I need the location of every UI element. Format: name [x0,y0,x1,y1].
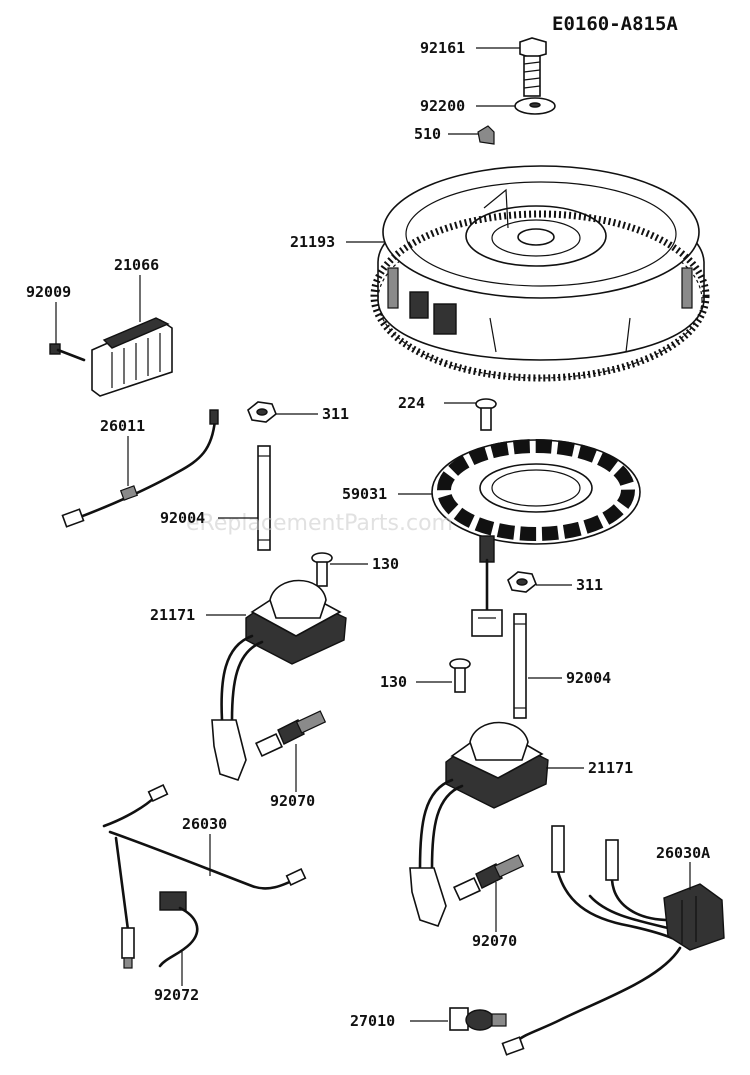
harness-26030a[interactable] [501,825,725,1056]
callout-92009: 92009 [26,283,71,301]
nut-left[interactable] [247,401,277,423]
callout-92004-right: 92004 [566,669,611,687]
callout-21066: 21066 [114,256,159,274]
stator[interactable] [431,439,641,637]
lead-wire-26011[interactable] [61,409,219,528]
screw-224[interactable] [475,398,497,431]
flywheel-key[interactable] [477,125,495,145]
callout-21171-right: 21171 [588,759,633,777]
ignition-coil-left[interactable] [211,579,347,781]
callout-27010: 27010 [350,1012,395,1030]
callout-21171-left: 21171 [150,606,195,624]
ignition-coil-right[interactable] [409,721,549,927]
callout-21193: 21193 [290,233,335,251]
nut-right[interactable] [507,571,537,593]
flywheel-bolt[interactable] [519,37,547,97]
callout-59031: 59031 [342,485,387,503]
regulator-screw[interactable] [49,343,86,362]
callout-26030A: 26030A [656,844,710,862]
callout-311-lower: 311 [576,576,603,594]
harness-26030[interactable] [102,784,307,969]
callout-92200: 92200 [420,97,465,115]
screw-130-upper[interactable] [311,552,333,587]
regulator[interactable] [91,317,173,397]
screw-130-lower[interactable] [449,658,471,693]
callout-26011: 26011 [100,417,145,435]
flywheel-washer[interactable] [514,97,556,115]
callout-311-upper: 311 [322,405,349,423]
callout-26030: 26030 [182,815,227,833]
callout-92004-left: 92004 [160,509,205,527]
callout-130-lower: 130 [380,673,407,691]
oil-pressure-switch[interactable] [449,1007,507,1031]
callout-92072: 92072 [154,986,199,1004]
clamp-92072[interactable] [158,891,199,968]
flywheel[interactable] [377,165,705,379]
callout-92070-right: 92070 [472,932,517,950]
callout-510: 510 [414,125,441,143]
stud-left[interactable] [257,445,271,551]
callout-130-upper: 130 [372,555,399,573]
callout-92070-left: 92070 [270,792,315,810]
diagram-code: E0160-A815A [552,13,678,35]
stud-right[interactable] [513,613,527,719]
ring-gear [370,210,710,382]
callout-92161: 92161 [420,39,465,57]
watermark: eReplacementParts.com [186,511,453,536]
spark-plug-left[interactable] [255,710,327,758]
spark-plug-right[interactable] [453,854,525,902]
leader-lines [55,47,691,1022]
callout-224: 224 [398,394,425,412]
